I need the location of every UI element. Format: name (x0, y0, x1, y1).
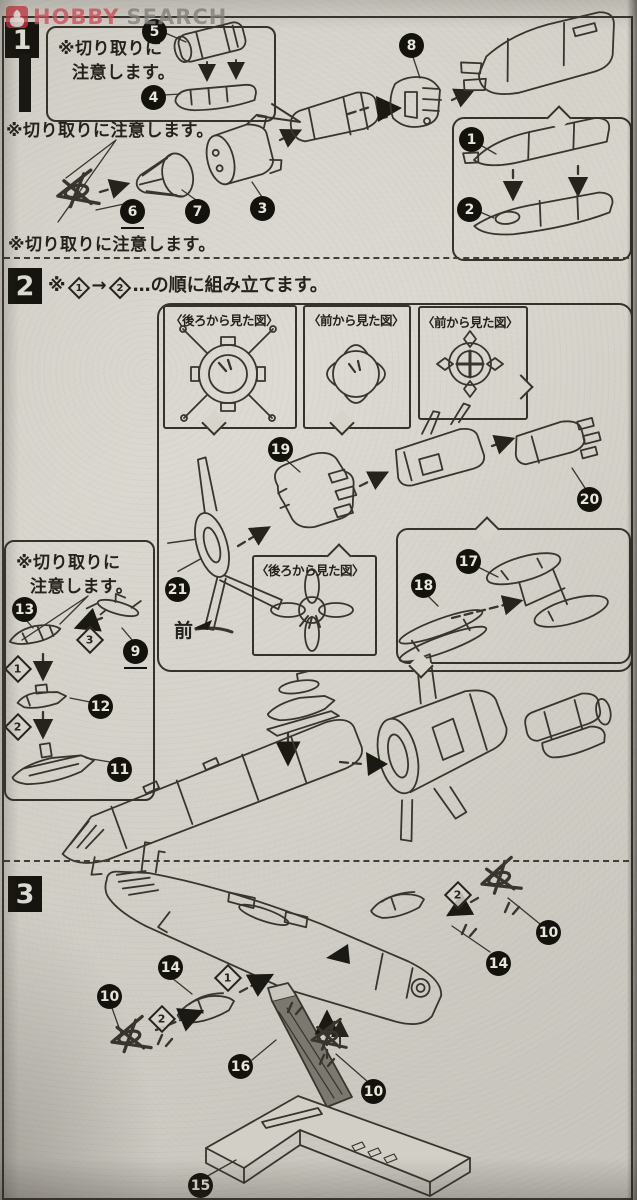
section-separator (4, 257, 629, 259)
watermark-hobby-text: HOBBY (33, 5, 120, 29)
part-number-14: 14 (158, 955, 183, 980)
part-number-10: 10 (97, 984, 122, 1009)
view-label-front: 〈前から見た図〉 (308, 313, 405, 328)
section-separator (4, 860, 629, 862)
part-number-8: 8 (399, 33, 424, 58)
print-mark (19, 54, 31, 112)
front-direction-label: 前 (174, 620, 194, 642)
mid-barrel-assembly (289, 91, 388, 143)
part-drawing-10-top (475, 855, 523, 902)
superstructure-assembly (266, 670, 340, 737)
watermark-search-text: SEARCH (126, 5, 228, 29)
part-number-20: 20 (577, 487, 602, 512)
part-number-21: 21 (165, 577, 190, 602)
cut-caution-note-line1: ※切り取りに (16, 553, 121, 573)
view-label-rear-inner: 〈後ろから見た図〉 (256, 563, 365, 578)
instruction-prefix: ※ (48, 275, 66, 296)
cut-caution-note-line2: 注意します。 (72, 63, 176, 83)
order-diamond-1: 1 (67, 276, 90, 299)
part-drawing-14-left (176, 992, 235, 1024)
part-number-10: 10 (361, 1079, 386, 1104)
part-number-18: 18 (411, 573, 436, 598)
step-2-marker: 2 (8, 268, 42, 304)
part-drawing-8 (389, 76, 442, 128)
part-number-3: 3 (250, 196, 275, 221)
stern-engines-drawing (524, 692, 612, 759)
bow-assembly (460, 11, 615, 95)
hobby-search-logo-icon (6, 6, 28, 28)
instruction-arrow: → (91, 275, 107, 296)
part-number-16: 16 (228, 1054, 253, 1079)
part-drawing-7 (135, 152, 195, 198)
part-drawing-10-left (105, 1014, 153, 1060)
assembly-order-instruction: ※1→2…の順に組み立てます。 (48, 271, 328, 299)
part-drawing-6 (52, 168, 101, 215)
part-number-2: 2 (457, 197, 482, 222)
part-number-15: 15 (188, 1173, 213, 1198)
part-number-4: 4 (141, 85, 166, 110)
part-number-7: 7 (185, 199, 210, 224)
order-diamond-2: 2 (108, 276, 131, 299)
part-number-9: 9 (123, 639, 148, 669)
part-number-17: 17 (456, 549, 481, 574)
step-3-marker: 3 (8, 876, 42, 912)
instruction-suffix: …の順に組み立てます。 (132, 275, 328, 296)
part-number-6: 6 (120, 199, 145, 229)
part-number-13: 13 (12, 597, 37, 622)
part-drawing-14-right (370, 891, 425, 919)
view-label-front: 〈前から見た図〉 (422, 315, 519, 330)
part-number-14: 14 (486, 951, 511, 976)
hobby-search-watermark: HOBBY SEARCH (6, 5, 227, 29)
side-engine-callout-box (396, 528, 631, 664)
cut-caution-note-line2: 注意します。 (30, 577, 134, 597)
part-number-10: 10 (536, 920, 561, 945)
part-number-12: 12 (88, 694, 113, 719)
view-label-rear: 〈後ろから見た図〉 (170, 313, 279, 328)
stand-base-drawing (205, 1095, 471, 1197)
cut-caution-note: ※切り取りに注意します。 (8, 235, 216, 255)
part-number-1: 1 (459, 127, 484, 152)
cut-caution-note: ※切り取りに注意します。 (6, 121, 214, 141)
part-number-19: 19 (268, 437, 293, 462)
part-number-11: 11 (107, 757, 132, 782)
